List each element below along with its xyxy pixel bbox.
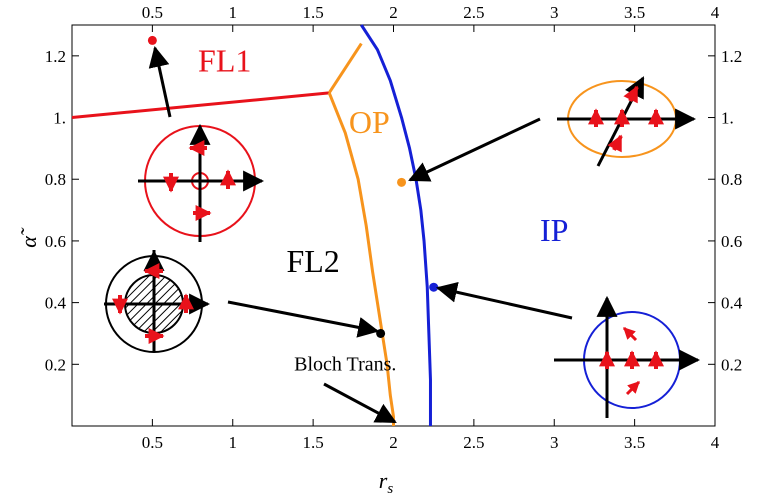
axis-ticks: 0.5 0.5 1 1 1.5 1.5 2 2 2.5 2.5 3 3 3.5 3.5 4 4 0.2 0.2 0.… (45, 3, 743, 452)
y-tick-label-left: 0.4 (45, 294, 67, 313)
pointer-arrows (148, 45, 573, 424)
phase-boundary-line (360, 24, 432, 426)
x-tick-label-top: 2.5 (463, 3, 484, 22)
state-point (429, 282, 439, 292)
y-tick-label-left: 1.2 (45, 47, 66, 66)
x-tick-label-top: 1 (229, 3, 238, 22)
x-tick-label-bottom: 3 (550, 433, 559, 452)
state-point (147, 35, 157, 45)
x-tick-label-top: 1.5 (303, 3, 324, 22)
fl2-inset-icon (104, 249, 211, 353)
phase-boundary-line (327, 42, 363, 94)
fl1-inset-icon (138, 123, 265, 242)
x-tick-label-bottom: 4 (711, 433, 720, 452)
region-label: FL1 (198, 42, 251, 78)
x-tick-label-top: 2 (389, 3, 398, 22)
x-tick-label-bottom: 2 (389, 433, 398, 452)
x-axis-label: rs (379, 468, 394, 496)
annotation-label: Bloch Trans. (294, 353, 396, 375)
x-tick-label-bottom: 2.5 (463, 433, 484, 452)
y-tick-label-left: 0.6 (45, 232, 66, 251)
state-point (376, 328, 386, 338)
x-tick-label-bottom: 3.5 (624, 433, 645, 452)
y-tick-label-right: 1. (721, 109, 734, 128)
ip-inset-icon (554, 295, 701, 418)
x-tick-label-bottom: 1.5 (303, 433, 324, 452)
phase-boundaries (71, 24, 432, 426)
region-label: OP (349, 104, 390, 140)
y-tick-label-right: 0.4 (721, 294, 743, 313)
region-label: FL2 (286, 243, 339, 279)
state-point (397, 177, 407, 187)
y-tick-label-left: 0.8 (45, 170, 66, 189)
y-tick-label-left: 1. (53, 109, 66, 128)
x-tick-label-top: 4 (711, 3, 720, 22)
x-tick-label-top: 0.5 (142, 3, 163, 22)
y-tick-label-right: 0.6 (721, 232, 742, 251)
region-label: IP (540, 212, 568, 248)
phase-boundary-line (327, 92, 395, 426)
y-tick-label-right: 1.2 (721, 47, 742, 66)
phase-boundary-line (71, 91, 330, 120)
y-axis-label: α̃ (16, 227, 41, 248)
x-tick-label-top: 3 (550, 3, 559, 22)
op-inset-icon (557, 76, 697, 167)
state-points (147, 35, 439, 338)
x-tick-label-bottom: 1 (229, 433, 238, 452)
x-tick-label-bottom: 0.5 (142, 433, 163, 452)
y-tick-label-left: 0.2 (45, 355, 66, 374)
y-tick-label-right: 0.2 (721, 355, 742, 374)
x-tick-label-top: 3.5 (624, 3, 645, 22)
y-tick-label-right: 0.8 (721, 170, 742, 189)
